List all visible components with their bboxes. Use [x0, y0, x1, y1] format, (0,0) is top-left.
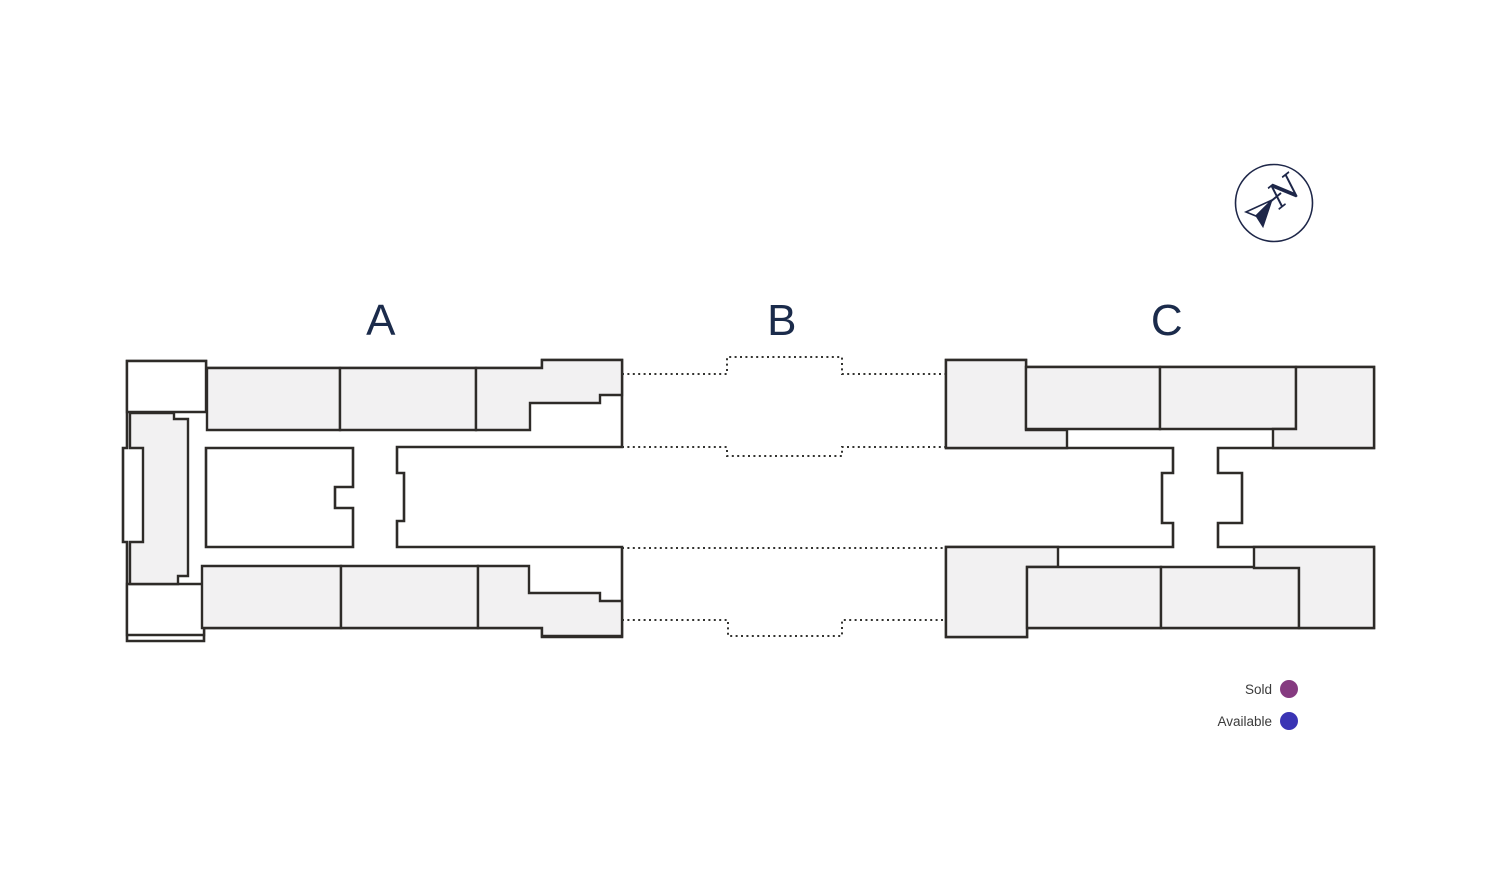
building-c-label[interactable]: C: [1151, 296, 1183, 345]
legend: Sold Available: [1217, 680, 1298, 730]
legend-available-swatch: [1280, 712, 1298, 730]
building-a-label[interactable]: A: [366, 296, 396, 345]
building-c: [944, 358, 1376, 639]
compass: N: [1234, 163, 1314, 243]
building-a-unit-bottom-1[interactable]: [200, 564, 343, 630]
building-a-corner-top-left: [125, 359, 208, 414]
building-c-unit-bottom-4[interactable]: [1252, 545, 1376, 630]
building-c-unit-bottom-3[interactable]: [1159, 565, 1301, 630]
building-a-unit-top-2[interactable]: [338, 366, 478, 432]
building-a-corner-bottom-left: [125, 582, 206, 637]
building-b: [622, 356, 946, 637]
building-c-unit-top-2[interactable]: [1024, 365, 1162, 431]
building-a-unit-top-1[interactable]: [205, 366, 342, 432]
building-c-unit-bottom-2[interactable]: [1025, 565, 1163, 630]
building-b-label[interactable]: B: [767, 296, 797, 345]
building-c-unit-top-4[interactable]: [1271, 365, 1376, 450]
compass-needle-dark-icon: [1255, 199, 1273, 229]
legend-sold-label: Sold: [1245, 682, 1272, 697]
building-a-unit-bottom-2[interactable]: [339, 564, 480, 630]
legend-sold-swatch: [1280, 680, 1298, 698]
building-a-unit-top-3[interactable]: [474, 358, 624, 432]
building-b-top-wing-lower-edge: [622, 446, 946, 457]
building-b-bottom-wing-lower-edge: [622, 619, 946, 637]
building-c-unit-top-3[interactable]: [1158, 365, 1298, 431]
building-b-top-wing-upper-edge: [622, 356, 946, 375]
compass-ring-icon: [1234, 163, 1314, 243]
building-a-unit-bottom-3[interactable]: [476, 564, 624, 638]
building-a-unit-west[interactable]: [128, 411, 190, 586]
legend-available-label: Available: [1217, 714, 1272, 729]
building-a: [121, 358, 624, 643]
